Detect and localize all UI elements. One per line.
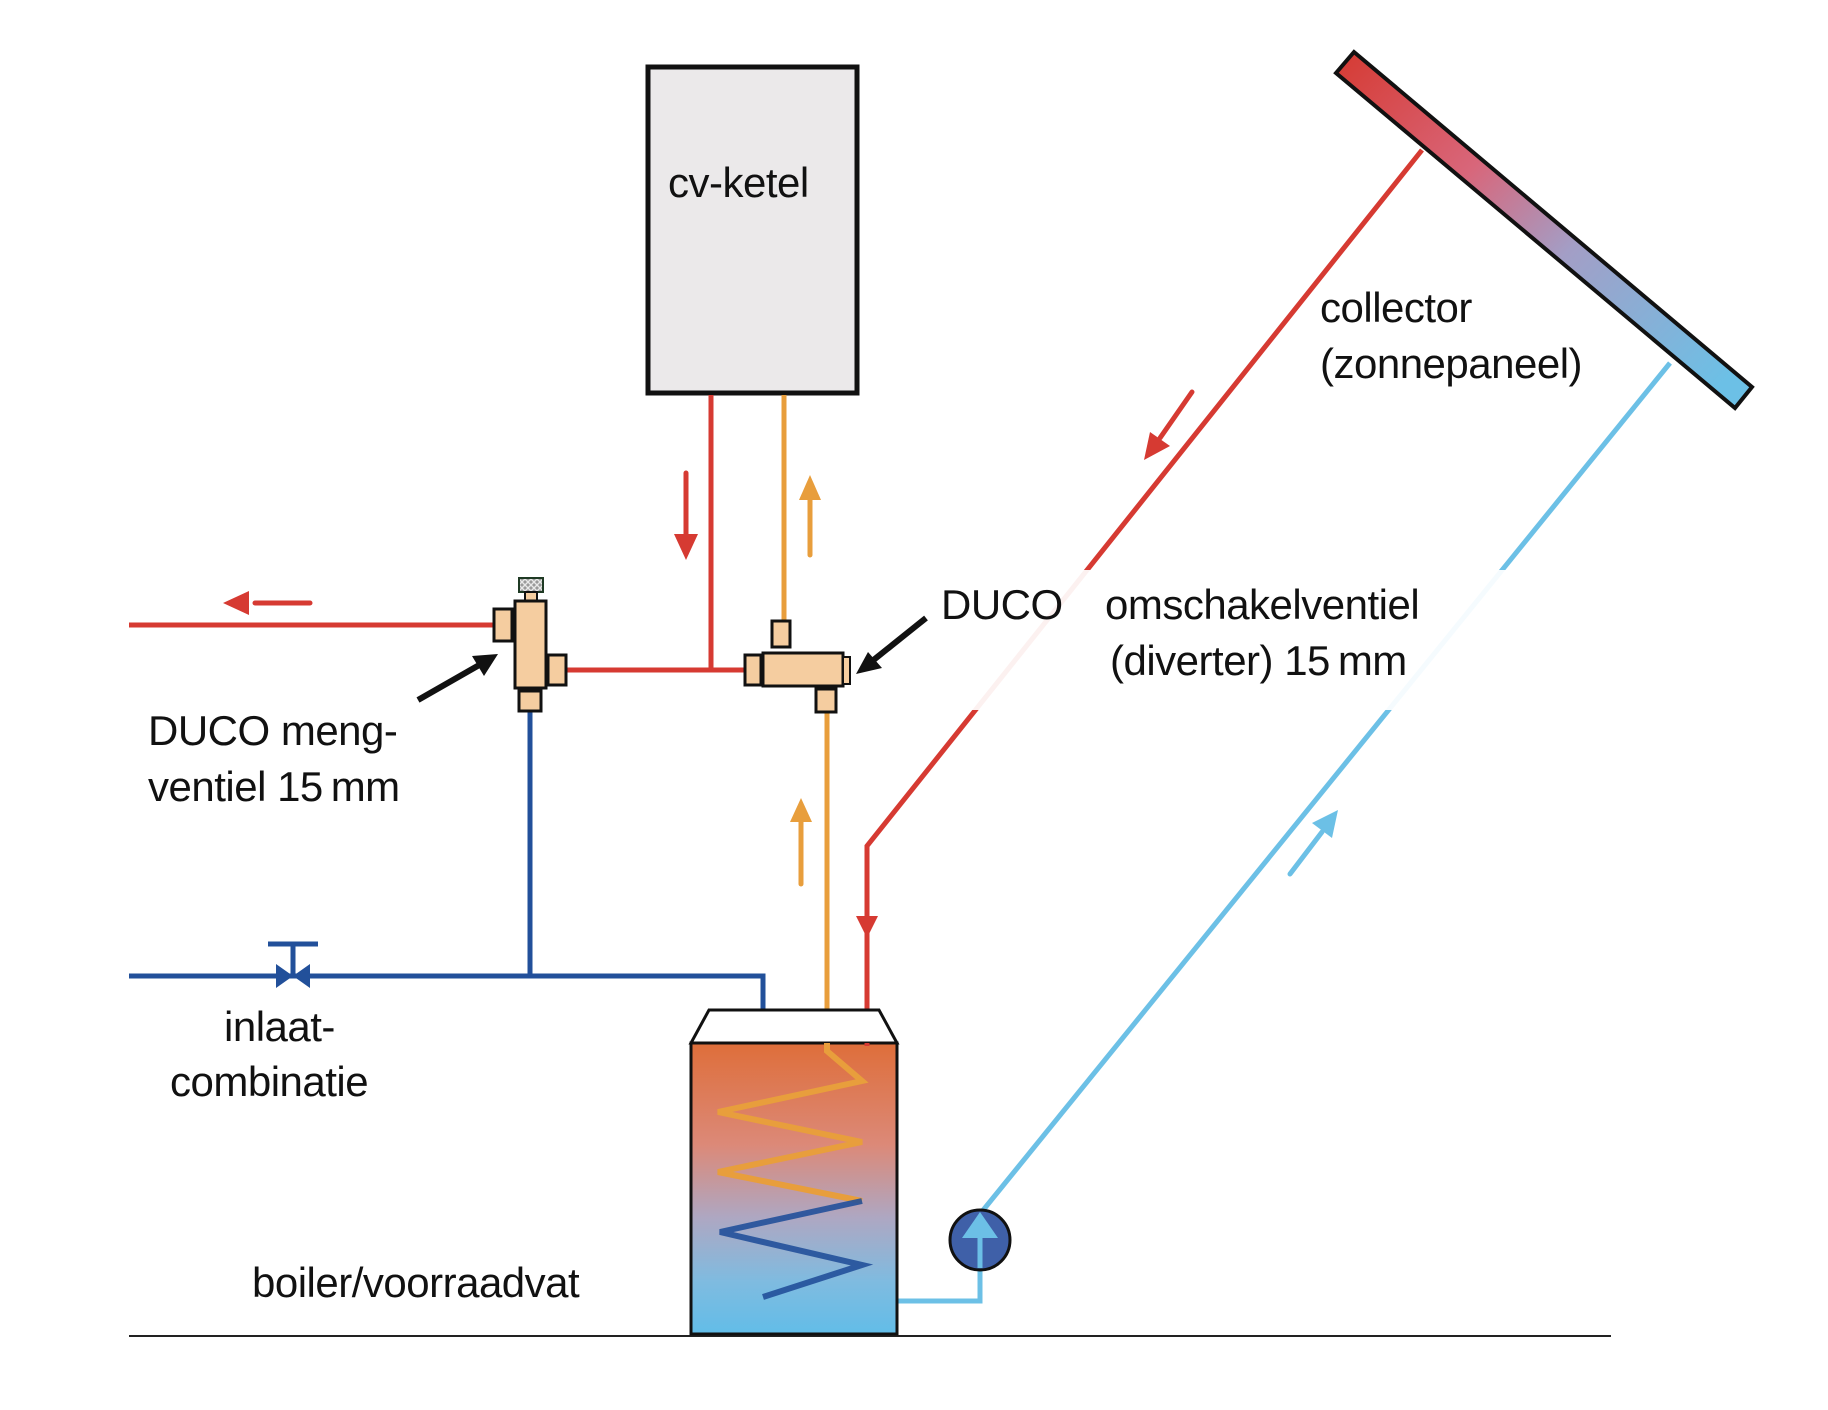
cv-ketel-label: cv-ketel (668, 159, 809, 206)
collector-label-line2: (zonnepaneel) (1320, 340, 1583, 387)
flow-arrow-down-icon (674, 470, 698, 560)
mixing-valve-icon (492, 577, 568, 713)
flow-arrow-left-icon (223, 591, 313, 615)
collector-label-line1: collector (1320, 284, 1472, 331)
pump-to-tank-pipe (897, 1266, 983, 1304)
inlet-valve-icon (268, 941, 318, 988)
diverter-valve-icon (743, 619, 851, 714)
diverter-pointer-arrow (856, 615, 928, 674)
cv-ketel-box (645, 64, 860, 396)
storage-tank-label: boiler/voorraadvat (252, 1259, 580, 1306)
diverter-label-line1: omschakelventiel (1105, 581, 1420, 628)
tank-lid (688, 1008, 900, 1045)
solar-cold-pipe (978, 361, 1672, 1216)
flow-arrow-down-icon (856, 916, 878, 938)
label-backdrop (920, 570, 1540, 710)
flow-arrow-up-icon (790, 798, 812, 887)
inlet-label-line2: combinatie (170, 1058, 369, 1105)
flow-arrow-down-left-icon (1144, 389, 1195, 460)
inlet-label-line1: inlaat- (224, 1003, 335, 1050)
flow-arrow-up-right-icon (1287, 810, 1338, 877)
heating-coil-cold (719, 1198, 874, 1300)
solar-hot-pipe (864, 148, 1424, 1043)
mixing-valve-pointer-arrow (416, 654, 498, 703)
pump-icon (948, 1208, 1012, 1272)
mixing-valve-label-line2: ventiel 15 mm (148, 763, 400, 810)
mixing-valve-label-line1: DUCO meng- (148, 707, 398, 754)
diverter-label-duco: DUCO (941, 581, 1063, 628)
heating-coil-warm (717, 1043, 869, 1204)
flow-arrow-up-icon (799, 475, 821, 558)
collector-panel (1333, 49, 1755, 411)
diverter-label-line2: (diverter) 15 mm (1110, 637, 1407, 684)
